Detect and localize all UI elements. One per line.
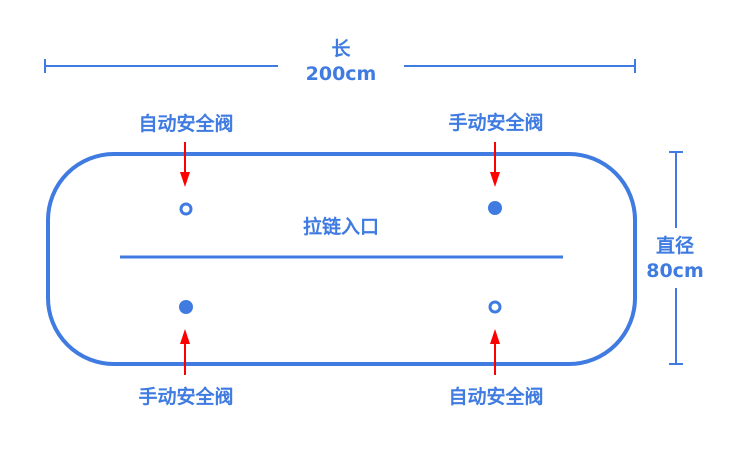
arrow-icon [180, 142, 190, 187]
zipper-label: 拉链入口 [303, 215, 379, 238]
valve-label-top-left: 自动安全阀 [138, 112, 233, 135]
length-label: 长 [331, 38, 351, 60]
valve-label-bottom-right: 自动安全阀 [448, 385, 543, 408]
diameter-value: 80cm [646, 260, 704, 282]
auto-valve-top-left [179, 202, 193, 216]
diameter-label: 直径 [656, 234, 694, 257]
arrow-icon [490, 142, 500, 187]
arrow-icon [490, 329, 500, 375]
auto-valve-bottom-right [488, 300, 502, 314]
diameter-dimension: 直径 80cm [646, 151, 704, 365]
body-outline [46, 152, 637, 366]
valve-label-top-right: 手动安全阀 [448, 111, 543, 134]
length-value: 200cm [306, 63, 377, 85]
manual-valve-top-right [488, 201, 502, 215]
arrow-icon [180, 329, 190, 375]
length-dimension: 长 200cm [44, 38, 636, 85]
valve-label-bottom-left: 手动安全阀 [138, 385, 233, 408]
manual-valve-bottom-left [179, 300, 193, 314]
